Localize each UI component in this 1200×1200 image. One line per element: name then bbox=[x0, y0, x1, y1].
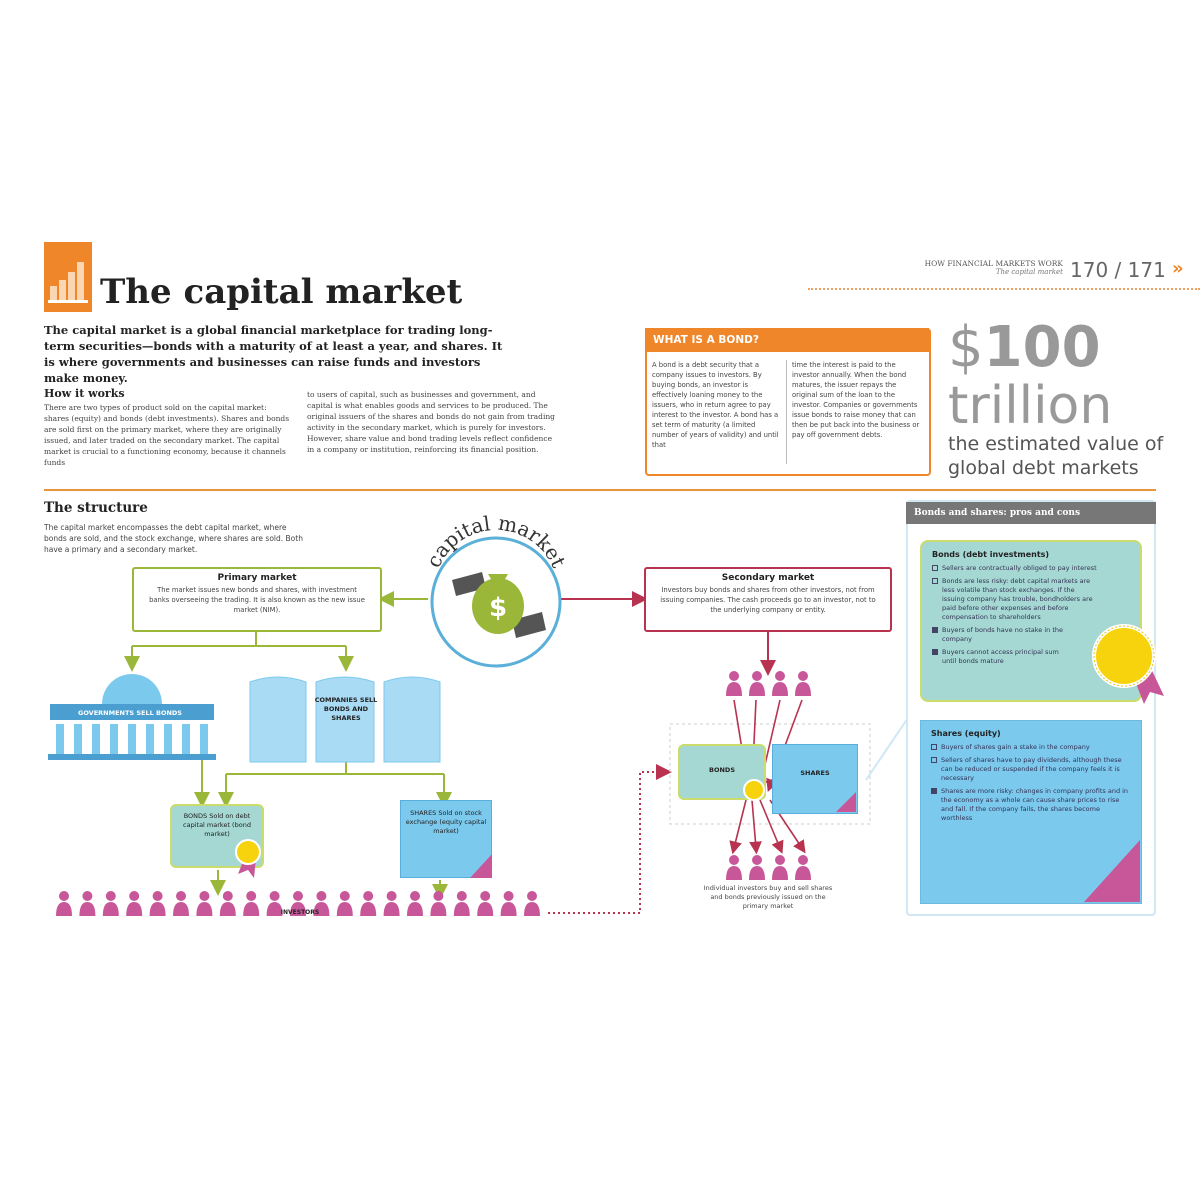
investor-icon bbox=[407, 891, 423, 916]
investor-icon bbox=[360, 891, 377, 916]
structure-heading: The structure bbox=[44, 500, 148, 516]
investor-icon bbox=[102, 891, 119, 916]
investor-icon bbox=[266, 891, 283, 916]
stat-number: $100 bbox=[948, 318, 1101, 378]
investor-icon bbox=[477, 891, 494, 916]
investor-icon bbox=[196, 891, 213, 916]
shares-pros-cons: Shares (equity) Buyers of shares gain a … bbox=[920, 720, 1142, 904]
investor-icon bbox=[795, 855, 811, 880]
investor-icon bbox=[313, 891, 330, 916]
investors-row bbox=[56, 891, 540, 916]
page-title: The capital market bbox=[100, 272, 463, 312]
investor-icon bbox=[772, 671, 788, 696]
chevron-icon: » bbox=[1172, 258, 1184, 279]
stat-unit: trillion bbox=[948, 376, 1113, 436]
secondary-caption: Individual investors buy and sell shares… bbox=[703, 884, 833, 910]
investor-icon bbox=[243, 891, 260, 916]
rosette-icon bbox=[235, 839, 261, 878]
list-item: Sellers are contractually obliged to pay… bbox=[922, 563, 1140, 576]
companies-label: COMPANIES SELL BONDS AND SHARES bbox=[314, 696, 378, 722]
capital-market-hub: capital market $ bbox=[421, 512, 571, 668]
investor-icon bbox=[173, 891, 189, 916]
investor-icon bbox=[430, 891, 447, 916]
secondary-shares-label: SHARES bbox=[800, 769, 830, 777]
shares-card: SHARES Sold on stock exchange (equity ca… bbox=[400, 800, 492, 878]
page-curl-icon bbox=[470, 854, 492, 878]
investor-icon bbox=[749, 855, 765, 880]
rosette-icon bbox=[743, 779, 765, 801]
governments-label: GOVERNMENTS SELL BONDS bbox=[78, 709, 182, 717]
how-it-works-heading: How it works bbox=[44, 387, 125, 400]
investor-icon bbox=[500, 891, 517, 916]
column-divider bbox=[786, 360, 787, 464]
secondary-investors-top bbox=[726, 671, 811, 696]
list-item: Buyers cannot access principal sum until… bbox=[922, 647, 1140, 669]
company-buildings-icon bbox=[249, 676, 441, 763]
secondary-market-title: Secondary market bbox=[721, 573, 815, 583]
investors-label: INVESTORS bbox=[280, 909, 320, 916]
header-divider bbox=[808, 288, 1200, 290]
stat-description: the estimated value of global debt marke… bbox=[948, 433, 1164, 479]
investor-icon bbox=[149, 891, 166, 916]
dollar-icon: $ bbox=[489, 593, 507, 623]
page-curl-icon bbox=[1084, 840, 1140, 902]
primary-market-box: Primary market The market issues new bon… bbox=[132, 567, 382, 632]
running-head: HOW FINANCIAL MARKETS WORK The capital m… bbox=[888, 259, 1063, 276]
section-logo bbox=[44, 242, 92, 312]
investor-icon bbox=[79, 891, 96, 916]
government-building-icon bbox=[48, 674, 216, 760]
stat-value: 100 bbox=[983, 315, 1101, 380]
shares-pros-cons-title: Shares (equity) bbox=[931, 729, 1001, 738]
investor-icon bbox=[726, 671, 742, 696]
investor-icon bbox=[336, 891, 353, 916]
page-numbers: 170 / 171 bbox=[1070, 258, 1166, 282]
what-is-bond-column-1: A bond is a debt security that a company… bbox=[652, 361, 779, 449]
investor-icon bbox=[524, 891, 540, 916]
page-curl-icon bbox=[836, 792, 856, 812]
running-head-subtitle: The capital market bbox=[995, 268, 1063, 276]
secondary-market-text: Investors buy bonds and shares from othe… bbox=[660, 586, 876, 614]
investor-icon bbox=[290, 891, 306, 916]
investor-icon bbox=[219, 891, 236, 916]
section-divider bbox=[44, 489, 1156, 491]
list-item: Buyers of bonds have no stake in the com… bbox=[922, 625, 1140, 647]
investor-icon bbox=[453, 891, 470, 916]
money-bag-icon bbox=[472, 578, 524, 634]
primary-market-text: The market issues new bonds and shares, … bbox=[149, 586, 365, 614]
running-head-title: HOW FINANCIAL MARKETS WORK bbox=[924, 259, 1063, 268]
what-is-bond-box bbox=[645, 328, 931, 476]
rosette-icon bbox=[1092, 624, 1164, 704]
investor-icon bbox=[795, 671, 811, 696]
what-is-bond-column-2: time the interest is paid to the investo… bbox=[792, 361, 920, 439]
secondary-bonds-label: BONDS bbox=[709, 766, 735, 774]
investor-icon bbox=[726, 855, 742, 880]
secondary-shares-card: SHARES bbox=[772, 744, 858, 814]
shares-card-text: SHARES Sold on stock exchange (equity ca… bbox=[405, 809, 487, 835]
intro-paragraph: The capital market is a global financial… bbox=[44, 323, 503, 385]
secondary-market-box: Secondary market Investors buy bonds and… bbox=[644, 567, 892, 632]
what-is-bond-heading: WHAT IS A BOND? bbox=[645, 328, 929, 352]
investor-icon bbox=[383, 891, 400, 916]
list-item: Shares are more risky: changes in compan… bbox=[921, 786, 1141, 826]
primary-market-title: Primary market bbox=[217, 573, 297, 583]
pros-cons-heading: Bonds and shares: pros and cons bbox=[906, 502, 1156, 524]
list-item: Buyers of shares gain a stake in the com… bbox=[921, 742, 1141, 755]
secondary-investors-bottom bbox=[726, 855, 811, 880]
investor-icon bbox=[749, 671, 765, 696]
how-it-works-column-2: to users of capital, such as businesses … bbox=[307, 390, 555, 454]
bonds-pros-cons-title: Bonds (debt investments) bbox=[932, 550, 1050, 559]
bar-chart-icon bbox=[48, 262, 88, 303]
list-item: Bonds are less risky: debt capital marke… bbox=[922, 576, 1140, 625]
investor-icon bbox=[56, 891, 72, 916]
how-it-works-column-1: There are two types of product sold on t… bbox=[44, 403, 290, 467]
investor-icon bbox=[772, 855, 788, 880]
investor-icon bbox=[126, 891, 143, 916]
structure-text: The capital market encompasses the debt … bbox=[44, 523, 303, 554]
list-item: Sellers of shares have to pay dividends,… bbox=[921, 755, 1141, 786]
bonds-card-text: BONDS Sold on debt capital market (bond … bbox=[183, 812, 251, 838]
stat-currency: $ bbox=[948, 315, 984, 380]
